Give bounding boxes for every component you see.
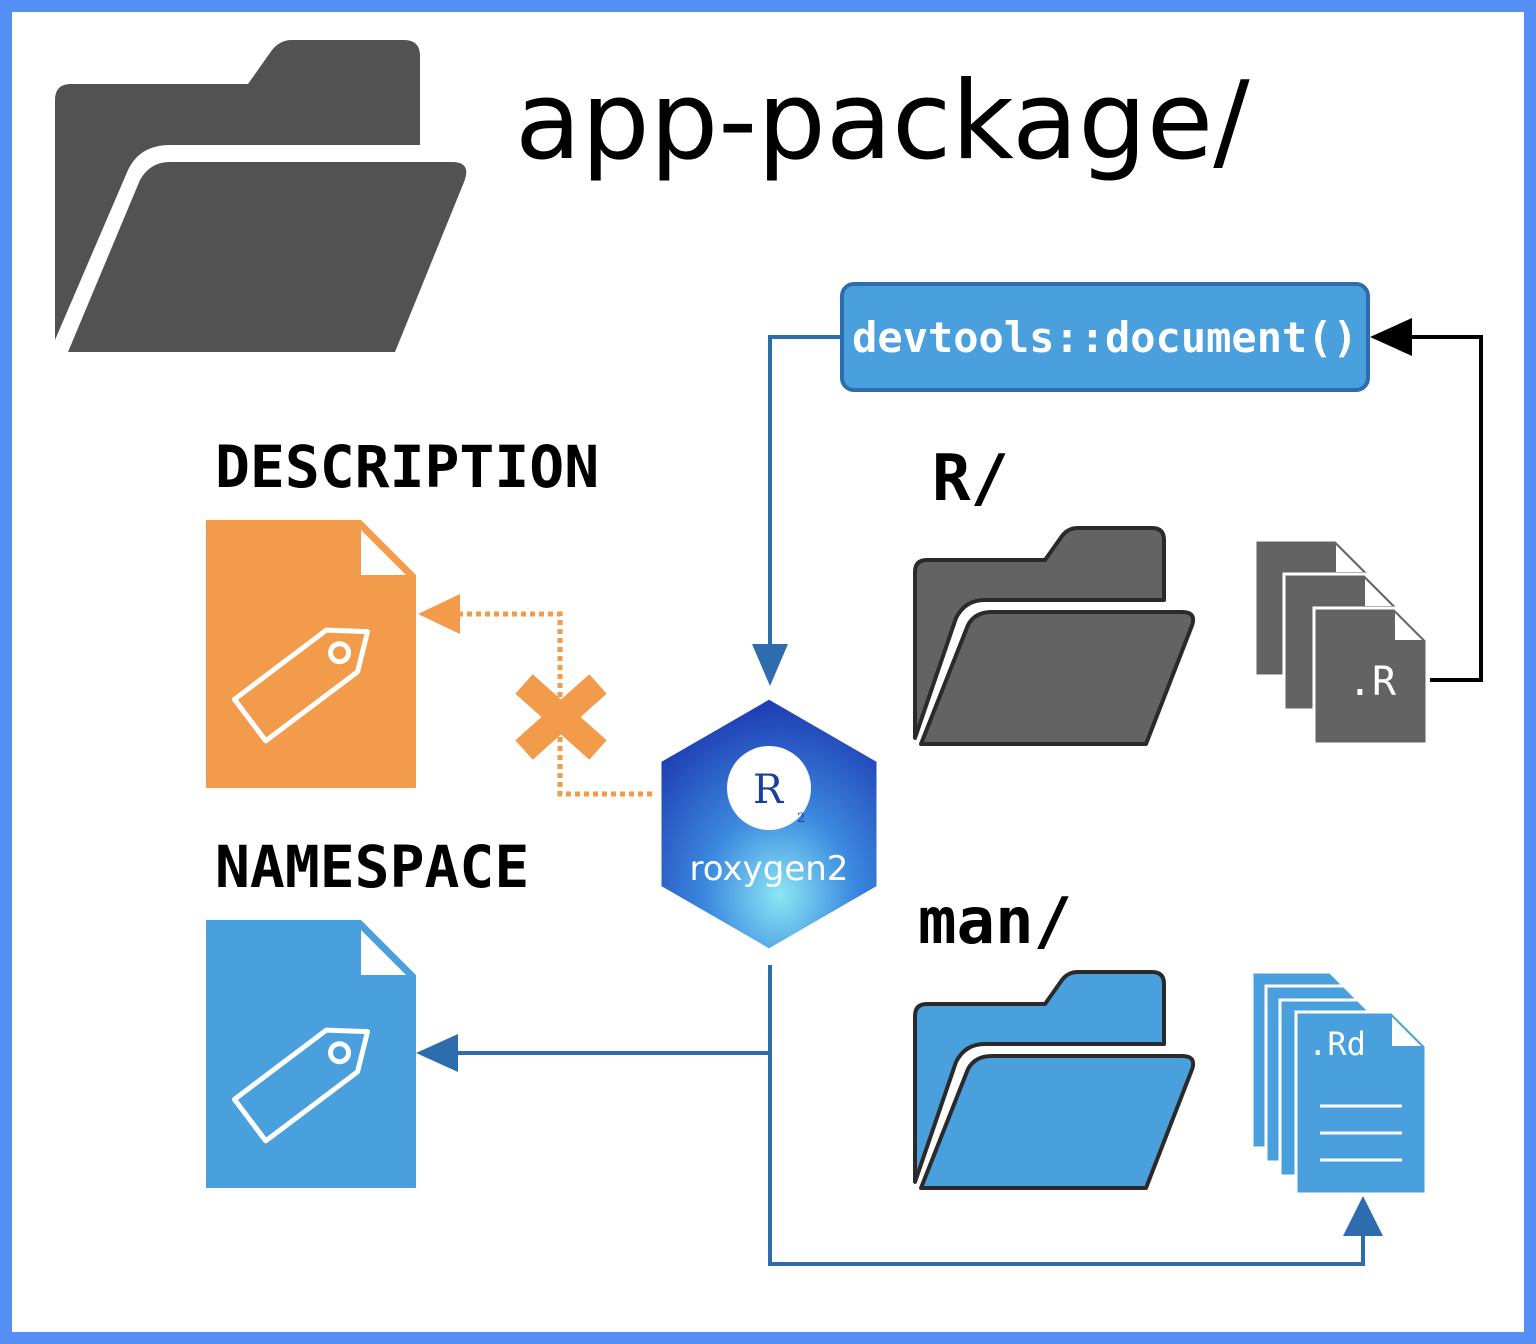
package-title: app-package/ [515,59,1250,184]
blocked-arrow-roxygen-to-description [418,594,652,797]
command-box: devtools::document() [840,282,1370,392]
main-folder-icon [55,40,467,352]
namespace-file-icon [206,920,416,1188]
r-file-extension: .R [1348,659,1397,705]
arrow-document-to-roxygen [752,335,842,686]
tag-icon [231,1027,371,1144]
tag-icon [231,627,371,744]
blocked-x-icon [515,674,607,760]
man-folder-label: man/ [918,885,1072,959]
roxygen-label: roxygen2 [690,849,849,889]
roxygen2-hexagon-logo: R 2 roxygen2 [658,696,880,952]
man-folder-icon [913,970,1196,1190]
rd-file-extension: .Rd [1308,1025,1366,1063]
r-folder-label: R/ [932,442,1009,516]
rd-files-stack-icon: .Rd [1250,970,1428,1196]
description-file-icon [206,520,416,788]
command-label: devtools::document() [852,313,1358,362]
roxygen-logo-sub: 2 [797,811,805,826]
description-label: DESCRIPTION [215,433,599,501]
namespace-label: NAMESPACE [215,833,529,901]
arrow-roxygen-to-namespace-and-rd [416,965,1383,1266]
r-files-stack-icon: .R [1253,538,1429,746]
arrow-rfiles-to-document [1370,318,1483,682]
roxygen-logo-letter: R [753,767,785,813]
r-folder-icon [913,526,1196,746]
